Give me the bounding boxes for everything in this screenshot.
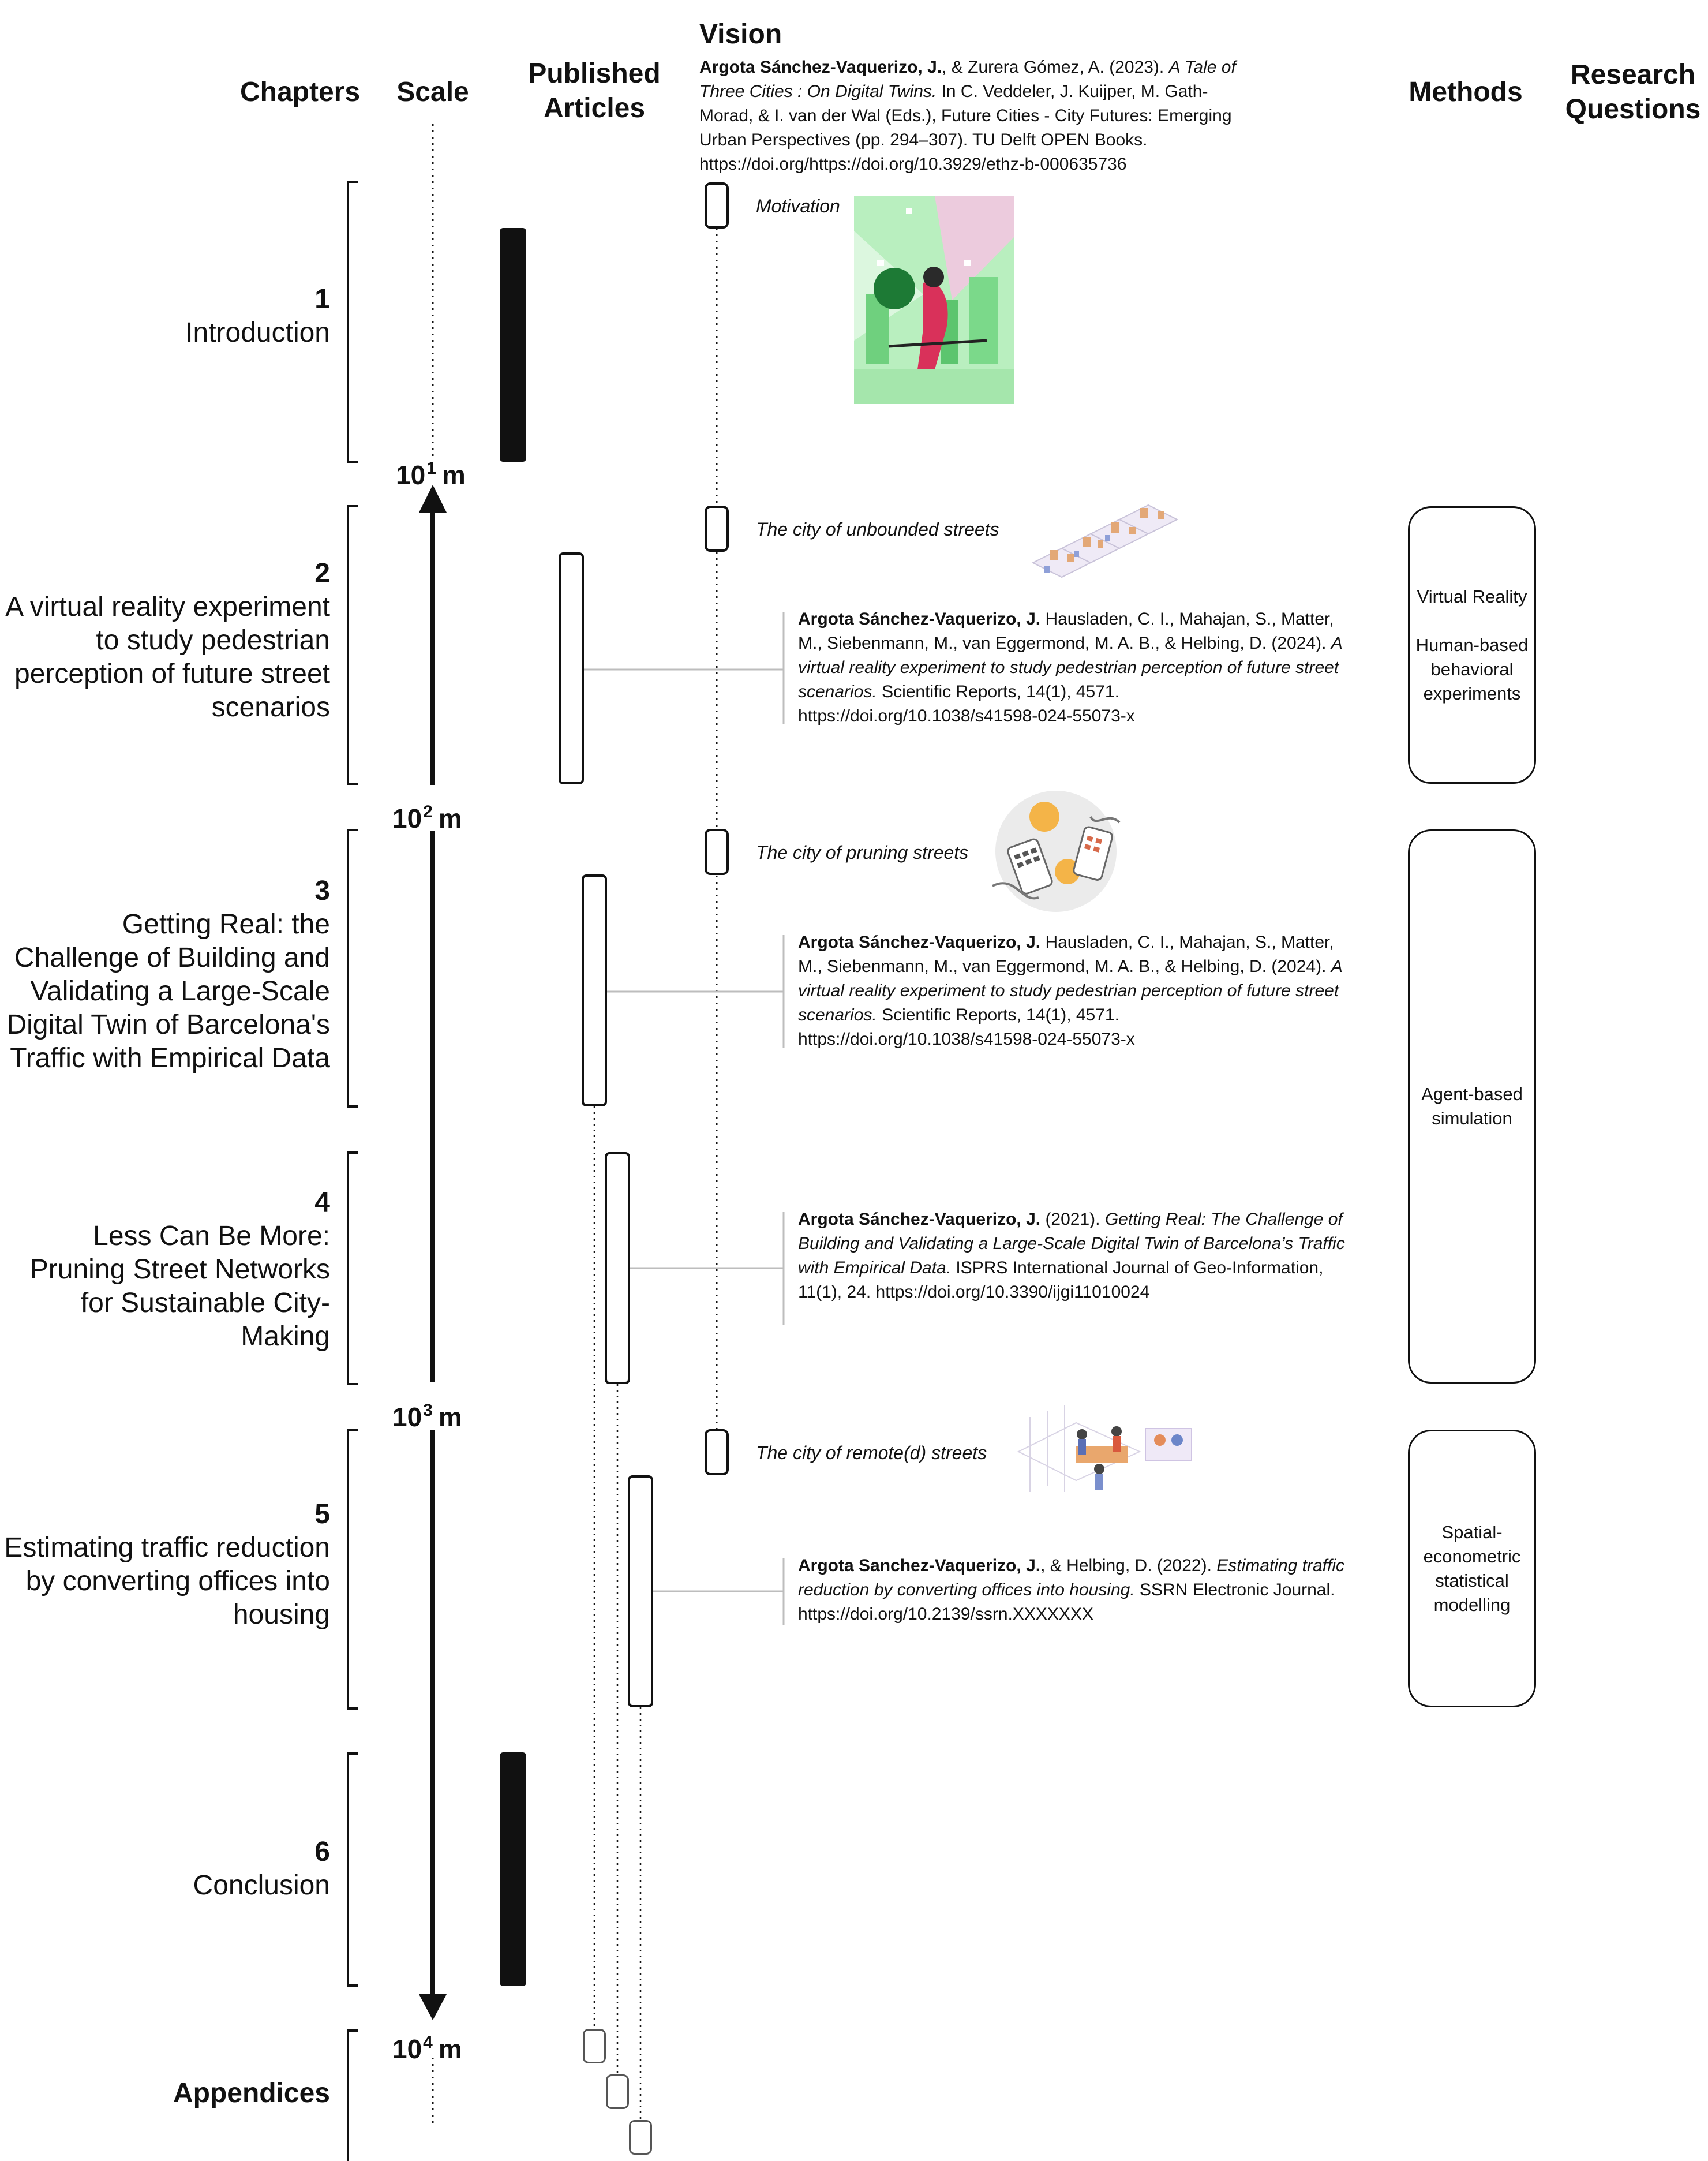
vision-label-pruning: The city of pruning streets: [756, 842, 969, 863]
chapter-appendices: Appendices: [0, 2077, 330, 2110]
chapter-5: 5 Estimating traffic reduction by conver…: [0, 1498, 330, 1632]
scale-arrowhead-down: [419, 1994, 447, 2020]
chapter-number: 5: [314, 1499, 330, 1530]
chapter-title: Conclusion: [193, 1870, 330, 1901]
vision-book-cover-illustration: [854, 196, 1014, 404]
reference-chapter-3: Argota Sánchez-Vaquerizo, J. Hausladen, …: [798, 933, 1342, 1049]
chapter-number: 1: [314, 284, 330, 315]
hands-holding-phones-illustration: [981, 788, 1131, 915]
chapter-3: 3 Getting Real: the Challenge of Buildin…: [0, 874, 330, 1075]
vision-box-motivation[interactable]: [705, 182, 729, 229]
chapter-1: 1 Introduction: [0, 283, 330, 350]
article-box-5[interactable]: [628, 1475, 653, 1707]
chapter-title: Introduction: [185, 317, 330, 348]
header-chapters: Chapters: [239, 77, 361, 107]
method-spatial-econometric[interactable]: Spatial- econometric statistical modelli…: [1408, 1430, 1536, 1707]
method-agent-based-simulation[interactable]: Agent-based simulation: [1408, 829, 1536, 1384]
article-connectors: [584, 612, 785, 1625]
vision-box-unbounded[interactable]: [705, 506, 729, 552]
vision-box-pruning[interactable]: [705, 829, 729, 875]
header-published-articles: Published Articles: [528, 58, 661, 124]
intro-bar: [500, 228, 526, 462]
article-box-2[interactable]: [559, 552, 584, 784]
chapter-title: A virtual reality experiment to study pe…: [5, 592, 330, 723]
isometric-remote-work-illustration: [1013, 1405, 1203, 1498]
chapter-number: 4: [314, 1187, 330, 1218]
appendix-box-b[interactable]: [606, 2074, 629, 2109]
vision-ref-title: A Tale of Three Cities : On Digital Twin…: [699, 58, 1236, 101]
reference-chapter-5: Argota Sanchez-Vaquerizo, J., & Helbing,…: [798, 1556, 1344, 1624]
vision-ref-authors: Argota Sánchez-Vaquerizo, J.: [699, 58, 942, 77]
method-virtual-reality[interactable]: Virtual Reality Human-based behavioral e…: [1408, 506, 1536, 784]
header-research-questions: Research Questions: [1565, 59, 1701, 125]
chapter-title: Less Can Be More: Pruning Street Network…: [29, 1221, 330, 1352]
chapter-2: 2 A virtual reality experiment to study …: [0, 557, 330, 724]
isometric-street-blocks-illustration: [1027, 482, 1189, 592]
conclusion-bar: [500, 1752, 526, 1986]
chapter-title: Appendices: [173, 2078, 330, 2108]
chapter-number: 3: [314, 876, 330, 906]
chapter-number: 6: [314, 1837, 330, 1867]
reference-chapter-2: Argota Sánchez-Vaquerizo, J. Hausladen, …: [798, 610, 1342, 726]
chapter-brackets: [347, 181, 358, 2161]
vision-label-motivation: Motivation: [756, 196, 840, 216]
article-box-4[interactable]: [605, 1152, 630, 1384]
chapter-title: Estimating traffic reduction by converti…: [4, 1532, 330, 1630]
vision-ref-details: In C. Veddeler, J. Kuijper, M. Gath-Mora…: [699, 82, 1232, 174]
chapter-number: 2: [314, 558, 330, 589]
article-box-3[interactable]: [582, 874, 607, 1106]
appendix-box-a[interactable]: [583, 2029, 606, 2063]
scale-arrowhead-up: [419, 485, 447, 513]
chapter-6: 6 Conclusion: [0, 1835, 330, 1902]
header-vision: Vision: [699, 19, 782, 50]
vision-reference: Argota Sánchez-Vaquerizo, J., & Zurera G…: [699, 55, 1253, 177]
header-methods: Methods: [1409, 77, 1523, 107]
chapter-title: Getting Real: the Challenge of Building …: [6, 909, 330, 1074]
vision-box-remote[interactable]: [705, 1429, 729, 1475]
chapter-4: 4 Less Can Be More: Pruning Street Netwo…: [0, 1186, 330, 1354]
vision-ref-year: , & Zurera Gómez, A. (2023).: [942, 58, 1169, 77]
appendix-box-c[interactable]: [629, 2120, 652, 2155]
reference-chapter-4: Argota Sánchez-Vaquerizo, J. (2021). Get…: [798, 1210, 1345, 1302]
vision-label-remote: The city of remote(d) streets: [756, 1442, 987, 1463]
header-scale: Scale: [396, 77, 469, 107]
vision-label-unbounded: The city of unbounded streets: [756, 519, 999, 540]
